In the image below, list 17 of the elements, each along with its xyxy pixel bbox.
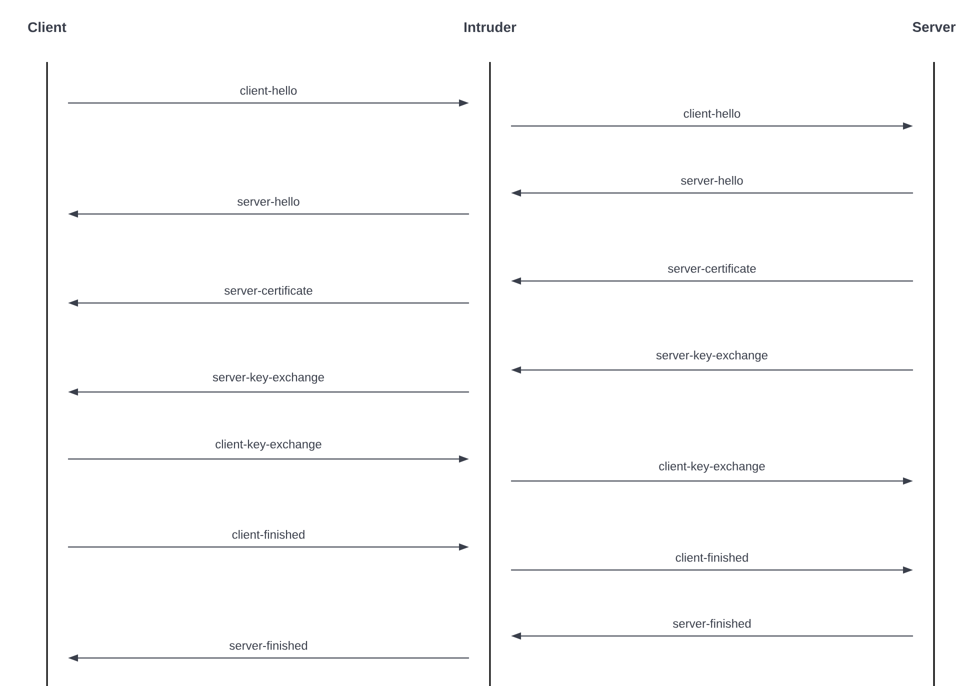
edge-label: server-finished bbox=[673, 619, 751, 628]
edge-label: server-certificate bbox=[224, 286, 312, 295]
edge-label: server-hello bbox=[681, 176, 743, 185]
edge-label: server-certificate bbox=[668, 264, 756, 273]
edge-label: client-key-exchange bbox=[216, 440, 322, 451]
edge-label: client-hello bbox=[684, 109, 740, 118]
edge-label: client-hello bbox=[240, 86, 297, 95]
edge-label: client-finished bbox=[676, 553, 748, 562]
edge-label: server-hello bbox=[238, 197, 300, 206]
edge-label: server-key-exchange bbox=[656, 350, 768, 362]
edge-label: client-key-exchange bbox=[659, 462, 765, 473]
participant-label: Intruder bbox=[464, 22, 516, 32]
participant-label: Server bbox=[912, 22, 956, 32]
edge-label: server-key-exchange bbox=[212, 372, 324, 384]
participant-label: Client bbox=[28, 22, 66, 32]
edge-label: client-finished bbox=[232, 530, 304, 539]
edge-label: server-finished bbox=[229, 641, 308, 650]
